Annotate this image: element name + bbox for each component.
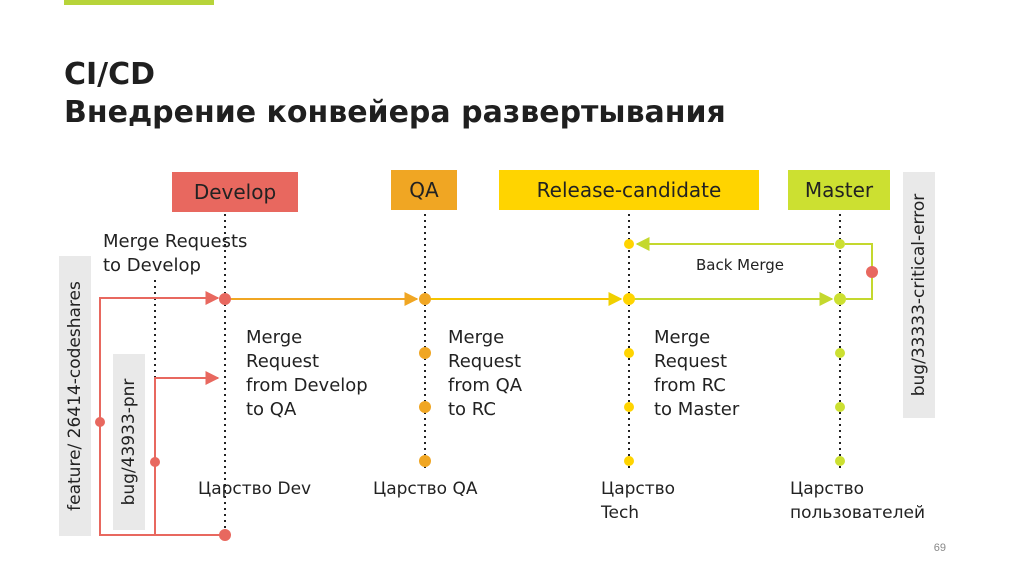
bug-branch-label-box: bug/43933-pnr	[113, 354, 145, 530]
critical-from-master-line	[845, 243, 873, 272]
rc-point-3	[624, 348, 634, 358]
mr-qa-to-rc-label: Merge Request from QA to RC	[448, 327, 523, 420]
master-point-3	[835, 348, 845, 358]
realm-users: Царство пользователей	[790, 479, 926, 523]
realm-dev: Царство Dev	[198, 479, 312, 499]
master-point-2	[834, 293, 846, 305]
slide-title: CI/CD Внедрение конвейера развертывания	[64, 56, 726, 132]
feature-merge-line	[99, 291, 220, 422]
page-number: 69	[933, 542, 946, 554]
mr-dev-to-qa-label: Merge Request from Develop to QA	[246, 327, 368, 420]
branch-qa-label: QA	[409, 178, 439, 202]
branch-release-candidate: Release-candidate	[499, 170, 759, 210]
branch-rc-label: Release-candidate	[536, 178, 722, 202]
back-merge-label: Back Merge	[696, 256, 785, 274]
merge-requests-to-develop-label: Merge Requests to Develop	[103, 231, 248, 276]
branch-develop-label: Develop	[193, 180, 277, 204]
branch-master-label: Master	[804, 178, 874, 202]
qa-point-4	[419, 455, 431, 467]
branch-master: Master	[788, 170, 890, 210]
title-line-2: Внедрение конвейера развертывания	[64, 95, 726, 130]
rc-point-2	[623, 293, 635, 305]
qa-point-2	[419, 347, 431, 359]
realm-qa: Царство QA	[373, 479, 478, 499]
bug-merge-line	[154, 371, 220, 462]
feature-bottom-line	[99, 422, 222, 536]
dev-point-1	[219, 293, 231, 305]
dev-point-2	[219, 529, 231, 541]
mr-rc-to-master-label: Merge Request from RC to Master	[654, 327, 740, 420]
feature-point	[95, 417, 105, 427]
rc-point-1	[624, 239, 634, 249]
master-point-4	[835, 402, 845, 412]
master-point-1	[835, 239, 845, 249]
critical-branch-label-box: bug/33333-critical-error	[903, 172, 935, 418]
accent-bar	[64, 0, 214, 5]
qa-point-3	[419, 401, 431, 413]
critical-to-master-line	[846, 272, 873, 300]
branch-develop: Develop	[172, 172, 298, 212]
master-point-5	[835, 456, 845, 466]
feature-branch-label-box: feature/ 26414-codeshares	[59, 256, 91, 536]
rc-point-4	[624, 402, 634, 412]
qa-point-1	[419, 293, 431, 305]
title-line-1: CI/CD	[64, 57, 156, 92]
rc-point-5	[624, 456, 634, 466]
realm-tech: Царство Tech	[601, 479, 676, 523]
bug-point	[150, 457, 160, 467]
critical-point	[866, 266, 878, 278]
branch-qa: QA	[391, 170, 457, 210]
